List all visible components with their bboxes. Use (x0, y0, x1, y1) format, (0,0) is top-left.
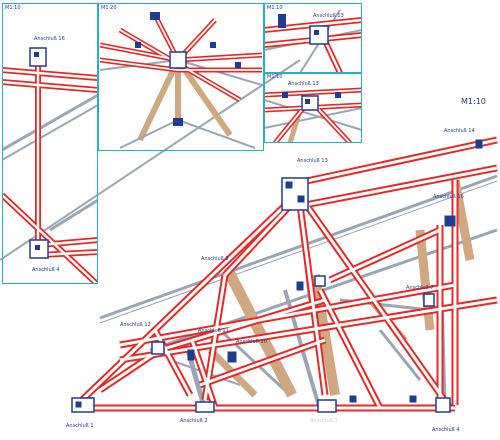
detail-bottom-right-frame (264, 73, 362, 143)
label-anschluss-14: Anschluß 14 (444, 128, 475, 134)
detail-left-label-top: Anschluß 16 (34, 36, 65, 42)
label-anschluss-7: Anschluß 7 (406, 285, 434, 291)
label-anschluss-16: Anschluß 16 (433, 194, 464, 200)
detail-center-scale: M1:20 (101, 5, 117, 11)
label-anschluss-11: Anschluß 11 (198, 328, 229, 334)
detail-left-label-bottom: Anschluß 4 (32, 267, 60, 273)
blue-connectors (71, 139, 483, 413)
detail-bottom-right-label: Anschluß 13 (288, 81, 319, 87)
main-truss-view (0, 59, 498, 413)
label-anschluss-10: Anschluß 10 (236, 339, 267, 345)
detail-center-drawing (99, 12, 263, 149)
label-anschluss-3: Anschluß 3 (310, 418, 338, 424)
detail-bottom-right-drawing (264, 87, 362, 143)
detail-bottom-right-scale: M1:10 (267, 74, 283, 80)
detail-top-right-frame (264, 3, 362, 73)
main-view-scale: M1:10 (461, 97, 486, 106)
label-anschluss-12: Anschluß 12 (120, 322, 151, 328)
detail-left-frame (2, 3, 98, 284)
label-anschluss-2: Anschluß 2 (180, 418, 208, 424)
detail-top-right-drawing (264, 9, 362, 73)
label-anschluss-4: Anschluß 4 (432, 427, 460, 433)
detail-top-right-scale: M1:10 (267, 5, 283, 11)
detail-center-frame (98, 3, 264, 151)
detail-left-drawing (2, 47, 98, 284)
label-anschluss-13: Anschluß 13 (297, 158, 328, 164)
detail-left-scale: M1:10 (5, 5, 21, 11)
label-anschluss-1: Anschluß 1 (66, 423, 94, 429)
detail-top-right-label: Anschluß 13 (313, 13, 344, 19)
label-anschluss-9: Anschluß 9 (201, 256, 229, 262)
